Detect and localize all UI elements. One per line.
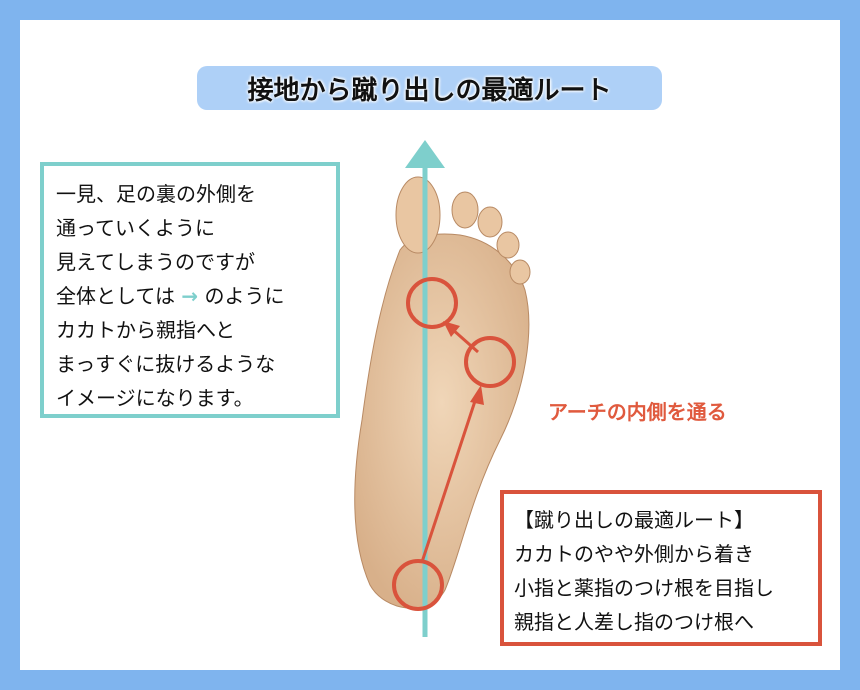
text-line: 通っていくように [56, 216, 215, 240]
explanation-box: 一見、足の裏の外側を 通っていくように 見えてしまうのですが 全体としては → … [40, 162, 340, 418]
heel-circle [392, 559, 444, 611]
text-line: 小指と薬指のつけ根を目指し [514, 576, 774, 600]
text-line: カカトから親指へと [56, 318, 235, 342]
box-heading: 【蹴り出しの最適ルート】 [514, 508, 754, 532]
text-line: まっすぐに抜けるような [56, 352, 276, 376]
text-line: 全体としては → のように [56, 280, 284, 309]
optimal-route-box: 【蹴り出しの最適ルート】 カカトのやや外側から着き 小指と薬指のつけ根を目指し … [500, 490, 822, 646]
text-fragment: のように [204, 284, 285, 308]
text-line: 一見、足の裏の外側を [56, 182, 256, 206]
red-route [392, 277, 516, 611]
foot-illustration [354, 176, 531, 609]
page-title: 接地から蹴り出しの最適ルート [197, 66, 662, 110]
big-toe-base-circle [406, 277, 458, 329]
text-line: カカトのやや外側から着き [514, 542, 754, 566]
text-line: 見えてしまうのですが [56, 250, 255, 274]
text-line: 親指と人差し指のつけ根へ [514, 610, 754, 634]
text-fragment: 全体としては [56, 284, 175, 308]
text-line: イメージになります。 [56, 386, 254, 410]
arch-label: アーチの内側を通る [548, 400, 727, 424]
teal-arrow-icon: → [181, 284, 199, 308]
little-toe-base-circle [464, 336, 516, 388]
teal-route-arrow [405, 140, 445, 637]
